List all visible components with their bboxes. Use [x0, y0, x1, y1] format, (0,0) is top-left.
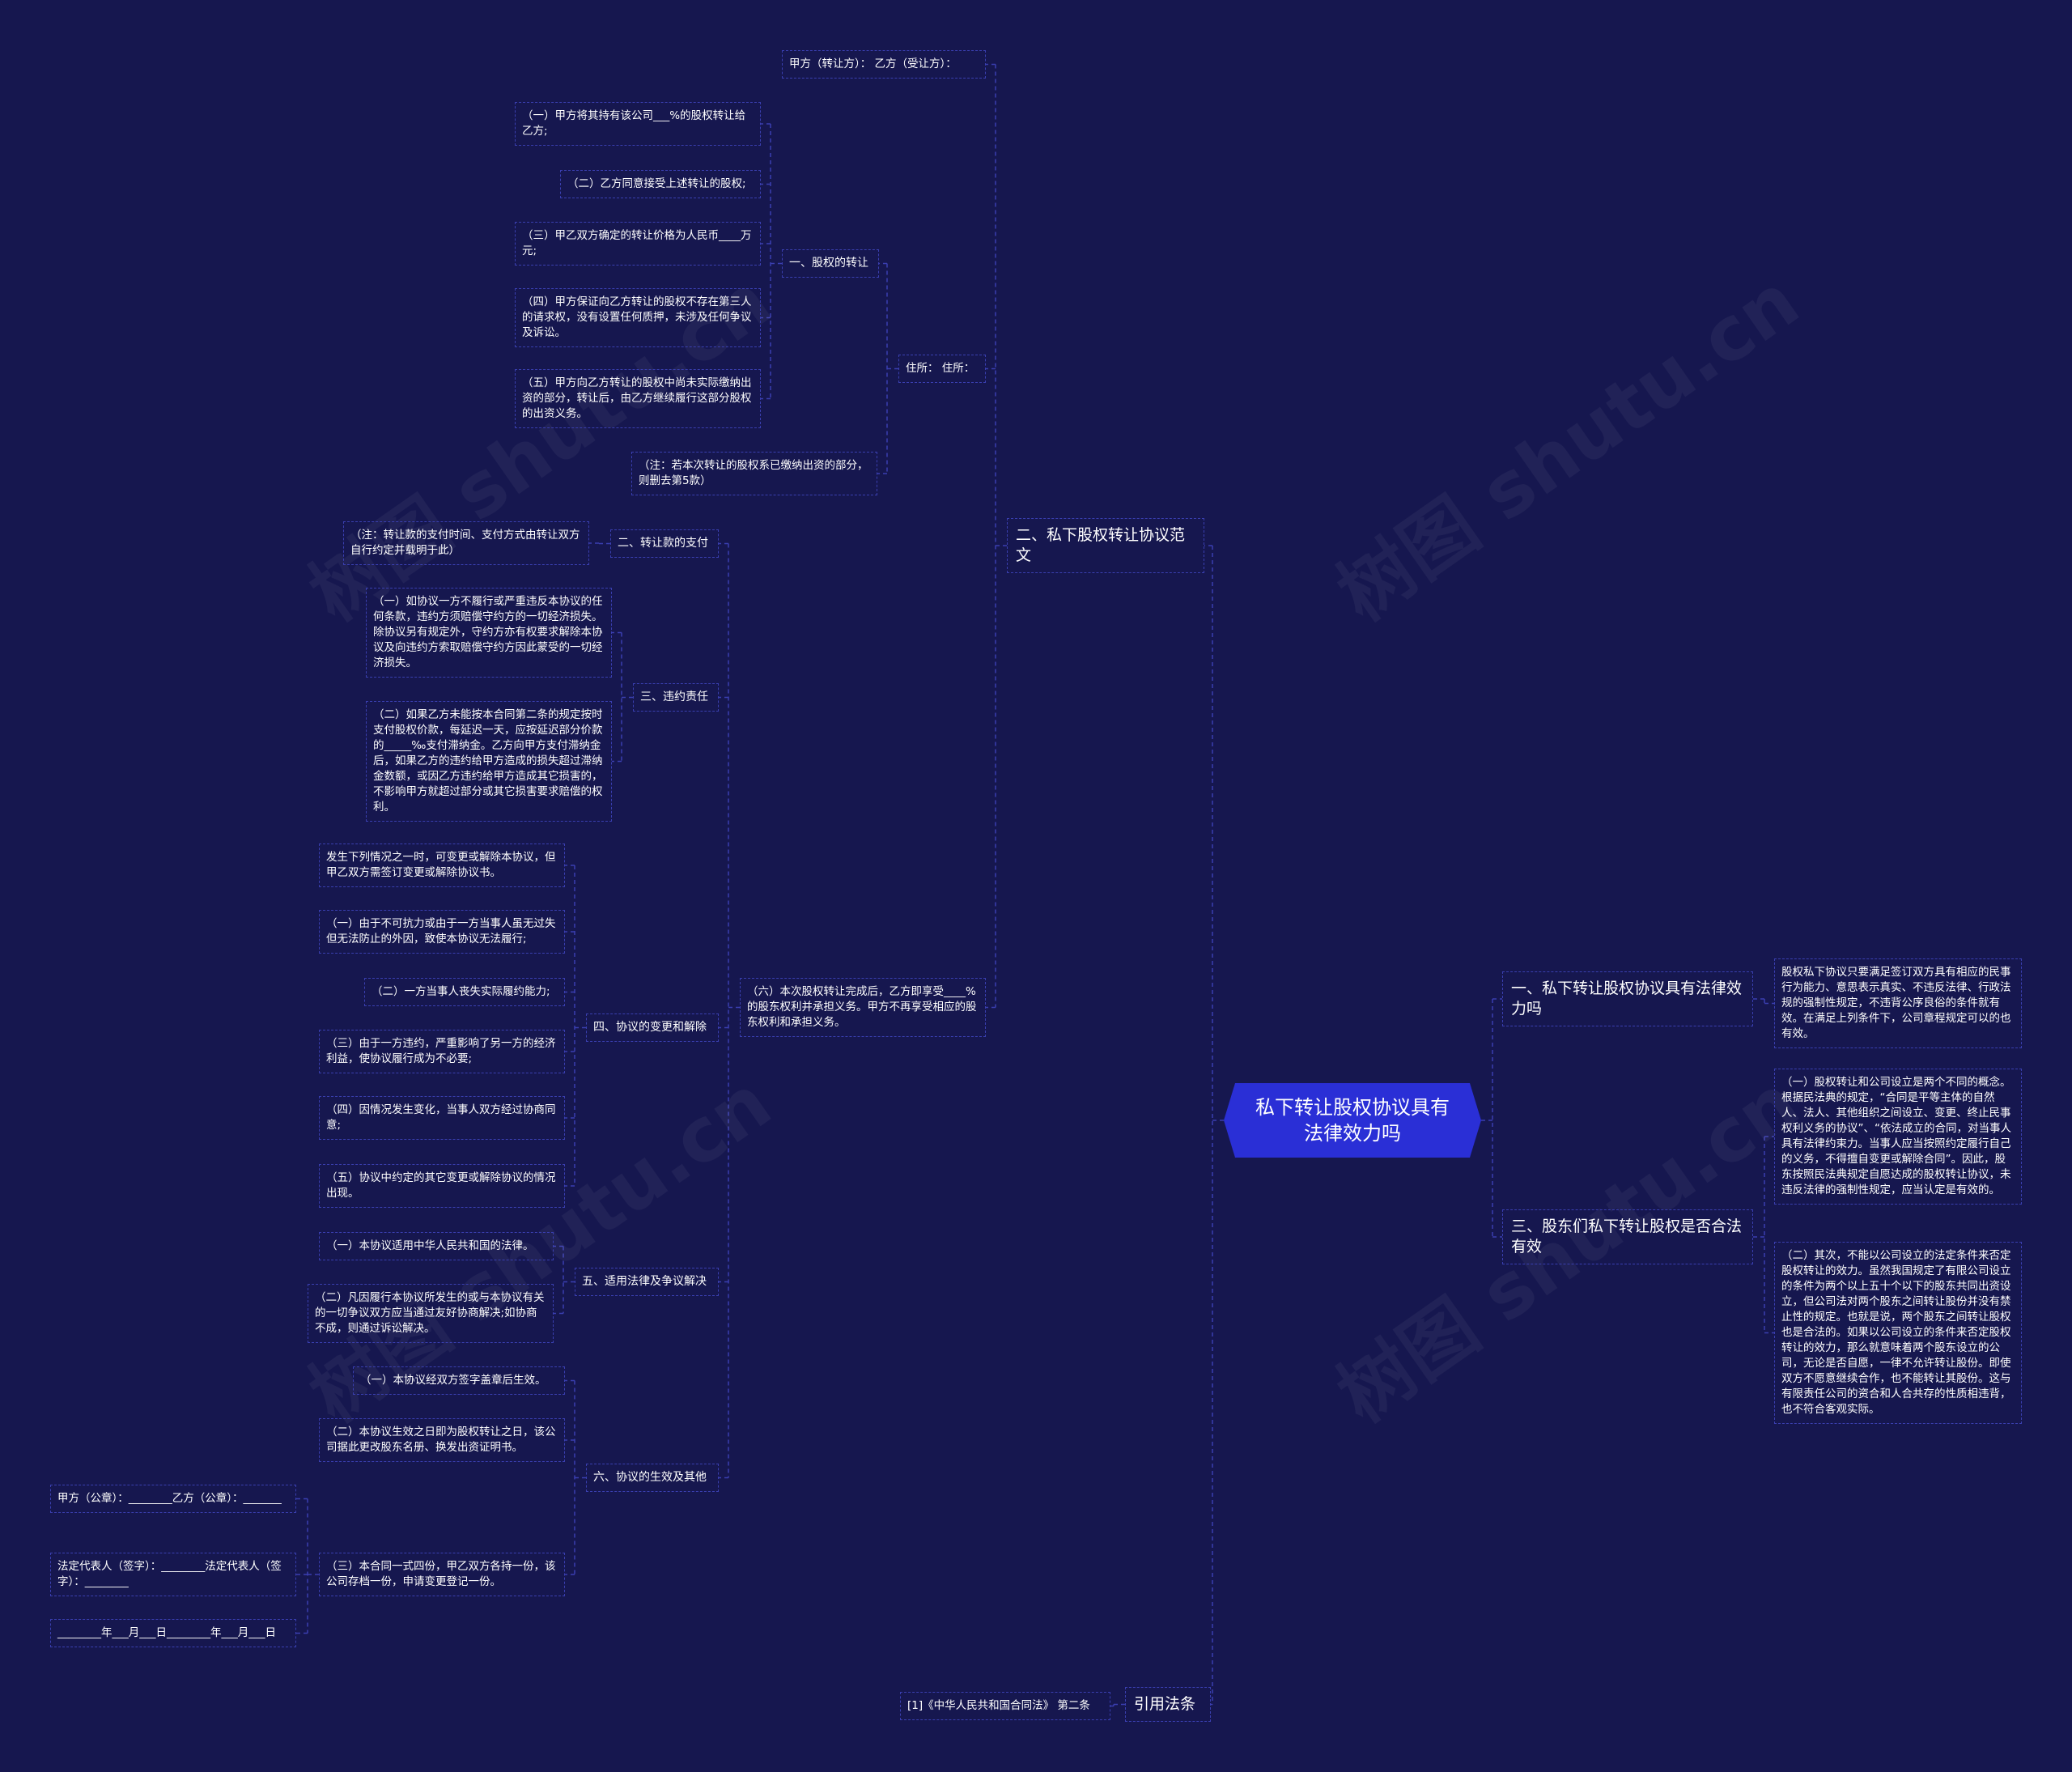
section-equity-transfer[interactable]: 一、股权的转让 [782, 249, 879, 278]
detail-transfer-concept[interactable]: （一）股权转让和公司设立是两个不同的概念。根据民法典的规定，“合同是平等主体的自… [1774, 1069, 2022, 1205]
section-effectiveness[interactable]: 六、协议的生效及其他 [586, 1464, 719, 1492]
clause-3-2[interactable]: （二）如果乙方未能按本合同第二条的规定按时支付股权价款，每延迟一天，应按延迟部分… [366, 701, 612, 822]
clause-5-1[interactable]: （一）本协议适用中华人民共和国的法律。 [319, 1232, 554, 1260]
clause-2-note[interactable]: （注：转让款的支付时间、支付方式由转让双方自行约定并载明于此） [343, 521, 589, 565]
section-payment[interactable]: 二、转让款的支付 [610, 529, 719, 558]
clause-5-2[interactable]: （二）凡因履行本协议所发生的或与本协议有关的一切争议双方应当通过友好协商解决;如… [308, 1284, 554, 1343]
clause-6-3[interactable]: （三）本合同一式四份，甲乙双方各持一份，该公司存档一份，申请变更登记一份。 [319, 1553, 565, 1596]
clause-1-3[interactable]: （三）甲乙双方确定的转让价格为人民币____万元; [515, 222, 761, 266]
branch-legal-effect[interactable]: 一、私下转让股权协议具有法律效力吗 [1502, 971, 1753, 1026]
clause-1-1[interactable]: （一）甲方将其持有该公司___%的股权转让给乙方; [515, 102, 761, 146]
branch-template[interactable]: 二、私下股权转让协议范文 [1007, 518, 1204, 573]
clause-6-2[interactable]: （二）本协议生效之日即为股权转让之日，该公司据此更改股东名册、换发出资证明书。 [319, 1418, 565, 1462]
clause-6-1[interactable]: （一）本协议经双方签字盖章后生效。 [353, 1366, 565, 1395]
root-topic[interactable]: 私下转让股权协议具有法律效力吗 [1224, 1083, 1481, 1158]
clause-4-4[interactable]: （四）因情况发生变化，当事人双方经过协商同意; [319, 1096, 565, 1140]
clause-4-3[interactable]: （三）由于一方违约，严重影响了另一方的经济利益，使协议履行成为不必要; [319, 1030, 565, 1073]
branch-shareholder-transfer[interactable]: 三、股东们私下转让股权是否合法有效 [1502, 1209, 1753, 1264]
section-change-termination[interactable]: 四、协议的变更和解除 [586, 1013, 719, 1042]
clause-1-note[interactable]: （注：若本次转让的股权系已缴纳出资的部分，则删去第5款） [631, 452, 877, 495]
signature-seal-line[interactable]: 甲方（公章）：________乙方（公章）：_______ [50, 1485, 296, 1513]
section-liability[interactable]: 三、违约责任 [633, 683, 719, 712]
clause-1-5[interactable]: （五）甲方向乙方转让的股权中尚未实际缴纳出资的部分，转让后，由乙方继续履行这部分… [515, 369, 761, 428]
clause-1-4[interactable]: （四）甲方保证向乙方转让的股权不存在第三人的请求权，没有设置任何质押，未涉及任何… [515, 288, 761, 347]
clause-4-intro[interactable]: 发生下列情况之一时，可变更或解除本协议，但甲乙双方需签订变更或解除协议书。 [319, 844, 565, 887]
law-citation-item[interactable]: [1]《中华人民共和国合同法》 第二条 [900, 1692, 1110, 1720]
address-line[interactable]: 住所： 住所： [898, 355, 986, 383]
clause-1-2[interactable]: （二）乙方同意接受上述转让的股权; [560, 170, 761, 198]
section-governing-law[interactable]: 五、适用法律及争议解决 [575, 1268, 719, 1296]
clause-4-5[interactable]: （五）协议中约定的其它变更或解除协议的情况出现。 [319, 1164, 565, 1208]
detail-company-setup[interactable]: （二）其次，不能以公司设立的法定条件来否定股权转让的效力。虽然我国规定了有限公司… [1774, 1242, 2022, 1424]
clause-3-1[interactable]: （一）如协议一方不履行或严重违反本协议的任何条款，违约方须赔偿守约方的一切经济损… [366, 588, 612, 678]
detail-legal-effect[interactable]: 股权私下协议只要满足签订双方具有相应的民事行为能力、意思表示真实、不违反法律、行… [1774, 958, 2022, 1048]
clause-shareholder-rights[interactable]: （六）本次股权转让完成后，乙方即享受____%的股东权利并承担义务。甲方不再享受… [740, 978, 986, 1037]
party-line[interactable]: 甲方（转让方）： 乙方（受让方）： [782, 50, 986, 79]
signature-date-line[interactable]: ________年___月___日________年___月___日 [50, 1619, 296, 1647]
clause-4-1[interactable]: （一）由于不可抗力或由于一方当事人虽无过失但无法防止的外因，致使本协议无法履行; [319, 910, 565, 954]
signature-representative-line[interactable]: 法定代表人（签字）：________法定代表人（签字）：________ [50, 1553, 296, 1596]
branch-law-citation[interactable]: 引用法条 [1125, 1687, 1211, 1722]
clause-4-2[interactable]: （二）一方当事人丧失实际履约能力; [364, 978, 565, 1006]
